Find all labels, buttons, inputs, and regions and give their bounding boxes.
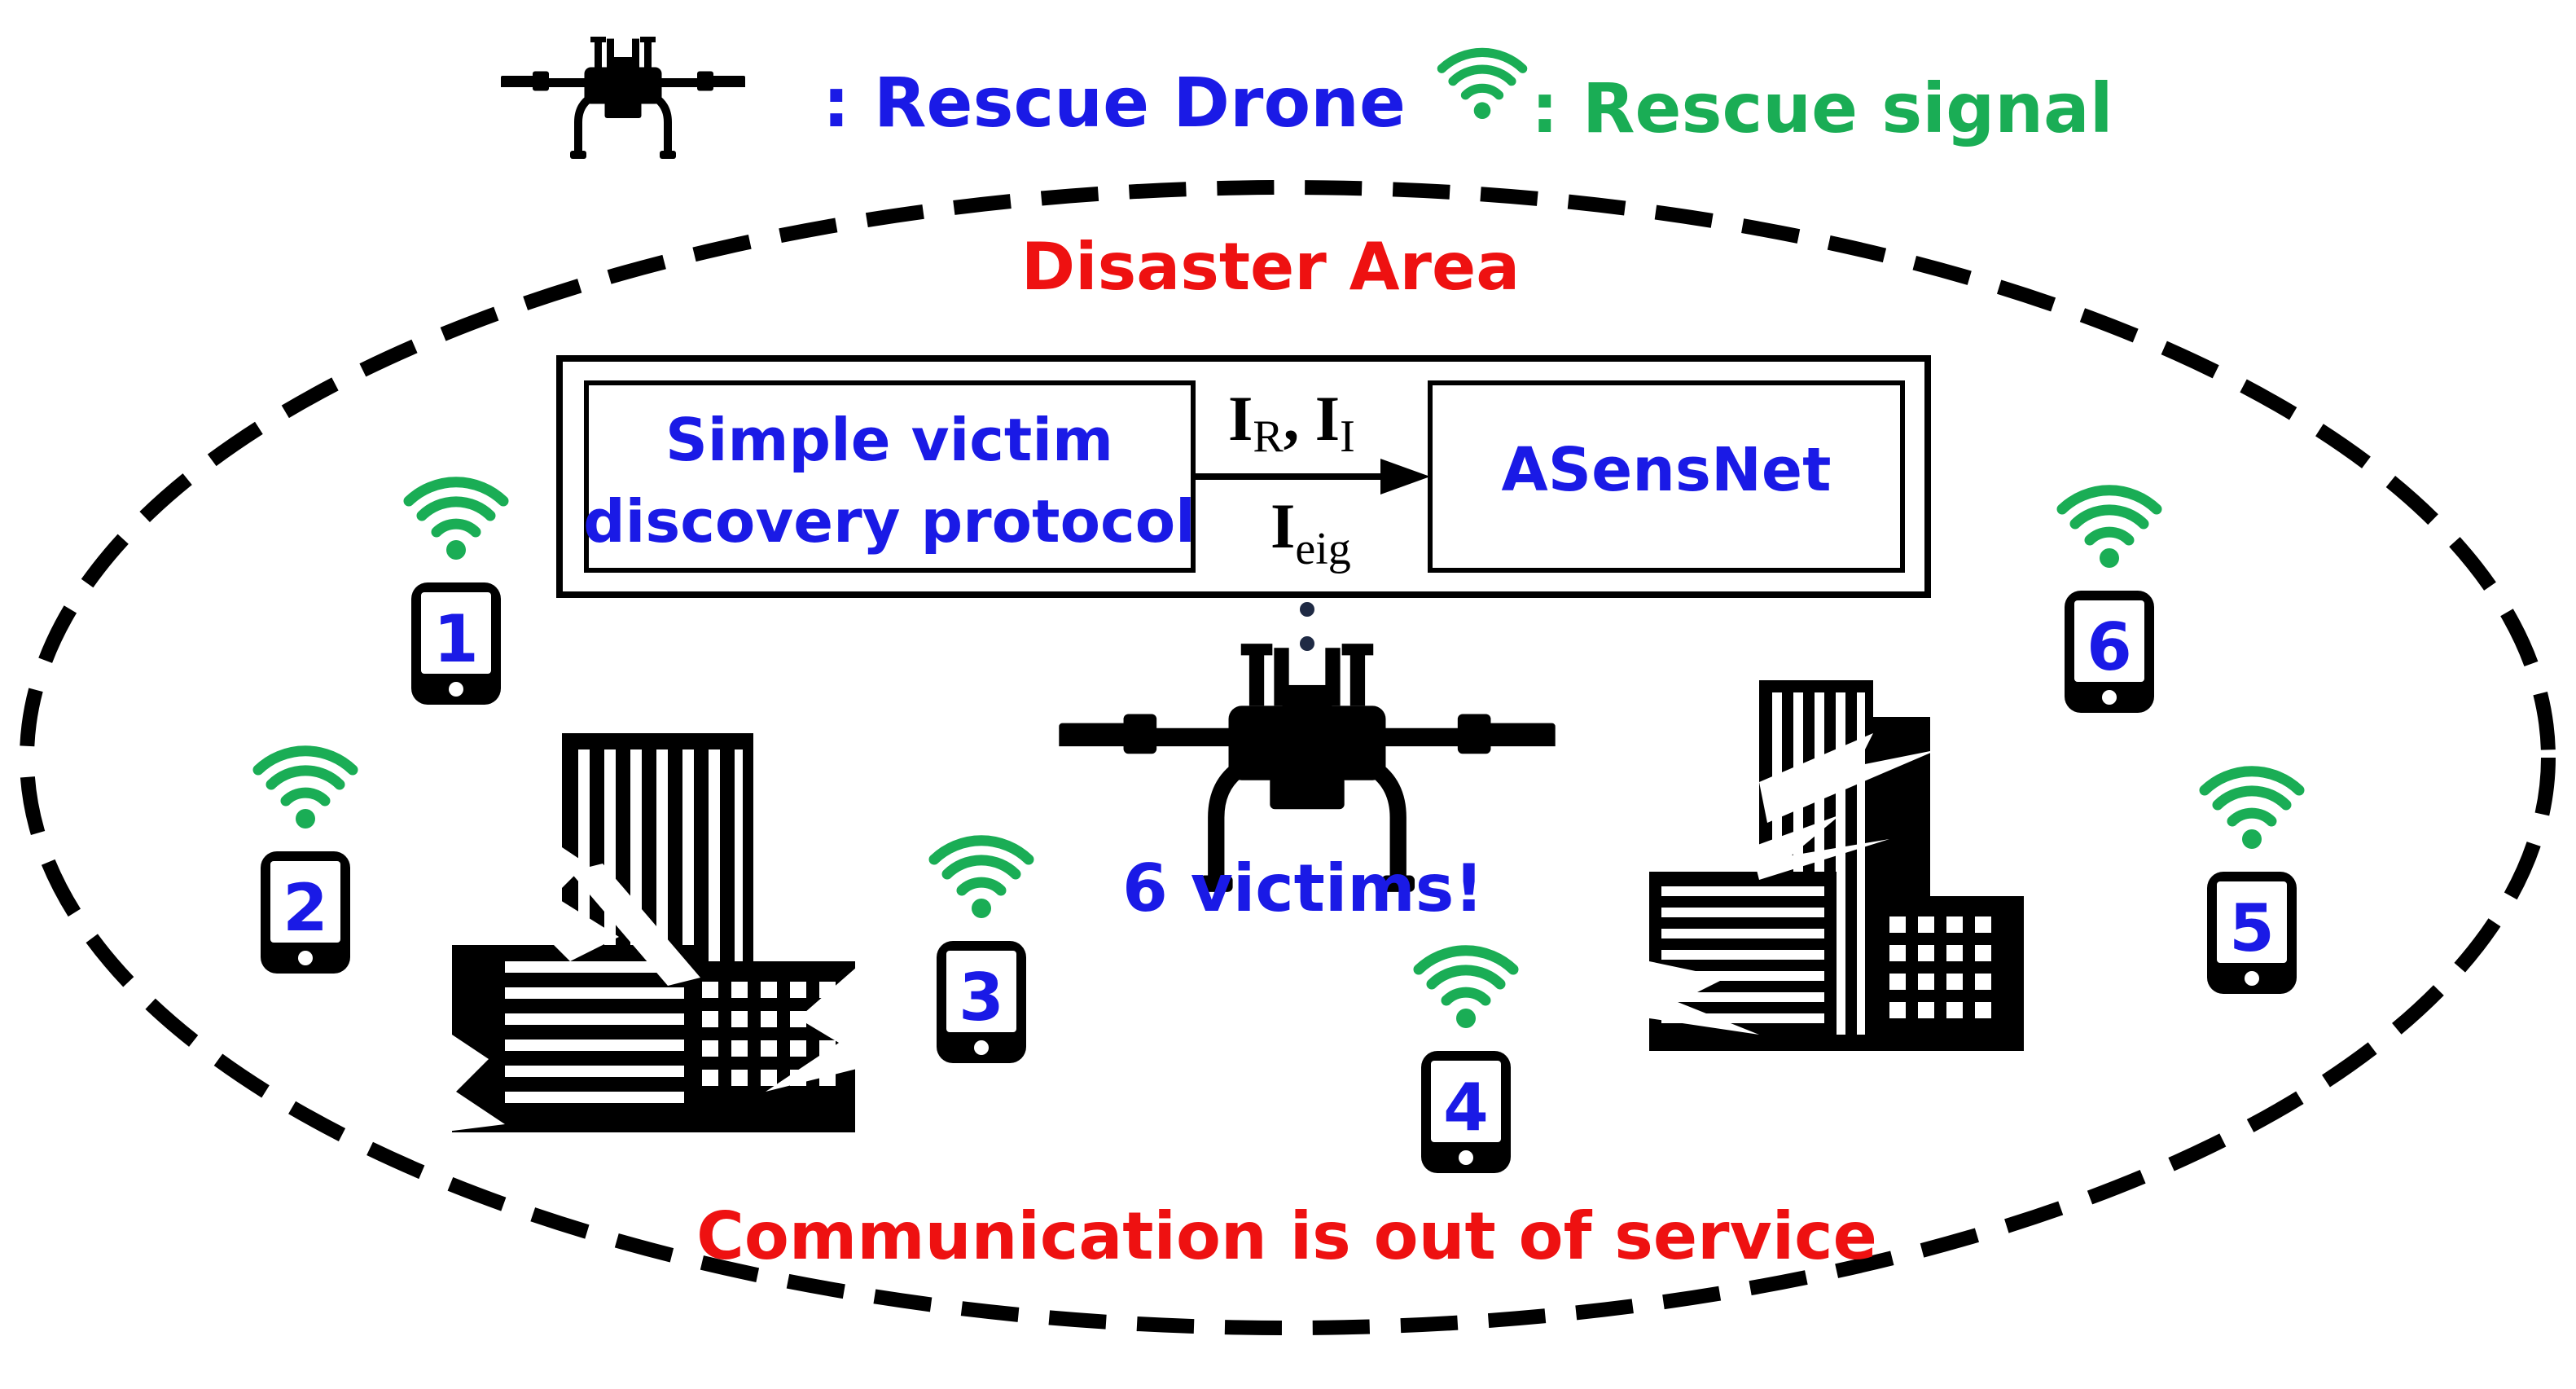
disaster-area-boundary — [20, 180, 2556, 1335]
drone-status-text: 6 victims! — [1122, 851, 1484, 926]
arrow-head-icon — [1380, 459, 1430, 495]
asensnet-box — [1428, 380, 1905, 573]
arrow-top-label: IR, II — [1228, 383, 1355, 462]
asensnet-label: ASensNet — [1502, 435, 1832, 505]
victim-number: 2 — [283, 870, 328, 946]
out-of-service-text: Communication is out of service — [696, 1198, 1877, 1274]
legend-signal-label: : Rescue signal — [1531, 68, 2113, 148]
wifi-signal-icon — [2205, 771, 2299, 849]
right-collapsed-building-icon — [1649, 680, 2024, 1051]
link-dot — [1300, 602, 1314, 617]
wifi-signal-icon — [2062, 490, 2157, 568]
victim-number: 6 — [2087, 609, 2132, 685]
protocol-label-line2: discovery protocol — [583, 487, 1196, 556]
victim-3: 3 — [934, 841, 1029, 1063]
victim-number: 4 — [1443, 1070, 1489, 1145]
victim-4: 4 — [1419, 951, 1513, 1173]
victim-6: 6 — [2062, 490, 2157, 713]
victim-2: 2 — [258, 751, 353, 974]
victim-5: 5 — [2205, 771, 2299, 994]
victim-number: 5 — [2229, 890, 2275, 966]
wifi-signal-icon — [1419, 951, 1513, 1028]
protocol-box — [584, 380, 1196, 573]
victim-1: 1 — [409, 482, 503, 705]
legend-drone-label: : Rescue Drone — [823, 63, 1406, 143]
legend-drone-icon — [501, 37, 745, 159]
link-dot — [1300, 636, 1314, 651]
victim-number: 3 — [959, 960, 1004, 1035]
protocol-label-line1: Simple victim — [665, 406, 1113, 474]
wifi-signal-icon — [258, 751, 353, 829]
arrow-bottom-label: Ieig — [1270, 490, 1351, 574]
left-collapsed-building-icon — [440, 733, 863, 1132]
legend-wifi-signal-icon — [1442, 52, 1522, 119]
wifi-signal-icon — [409, 482, 503, 560]
disaster-area-title: Disaster Area — [1021, 229, 1520, 305]
victim-number: 1 — [433, 601, 479, 677]
wifi-signal-icon — [934, 841, 1029, 918]
pipeline-box: Simple victim discovery protocol ASensNe… — [556, 355, 1931, 598]
